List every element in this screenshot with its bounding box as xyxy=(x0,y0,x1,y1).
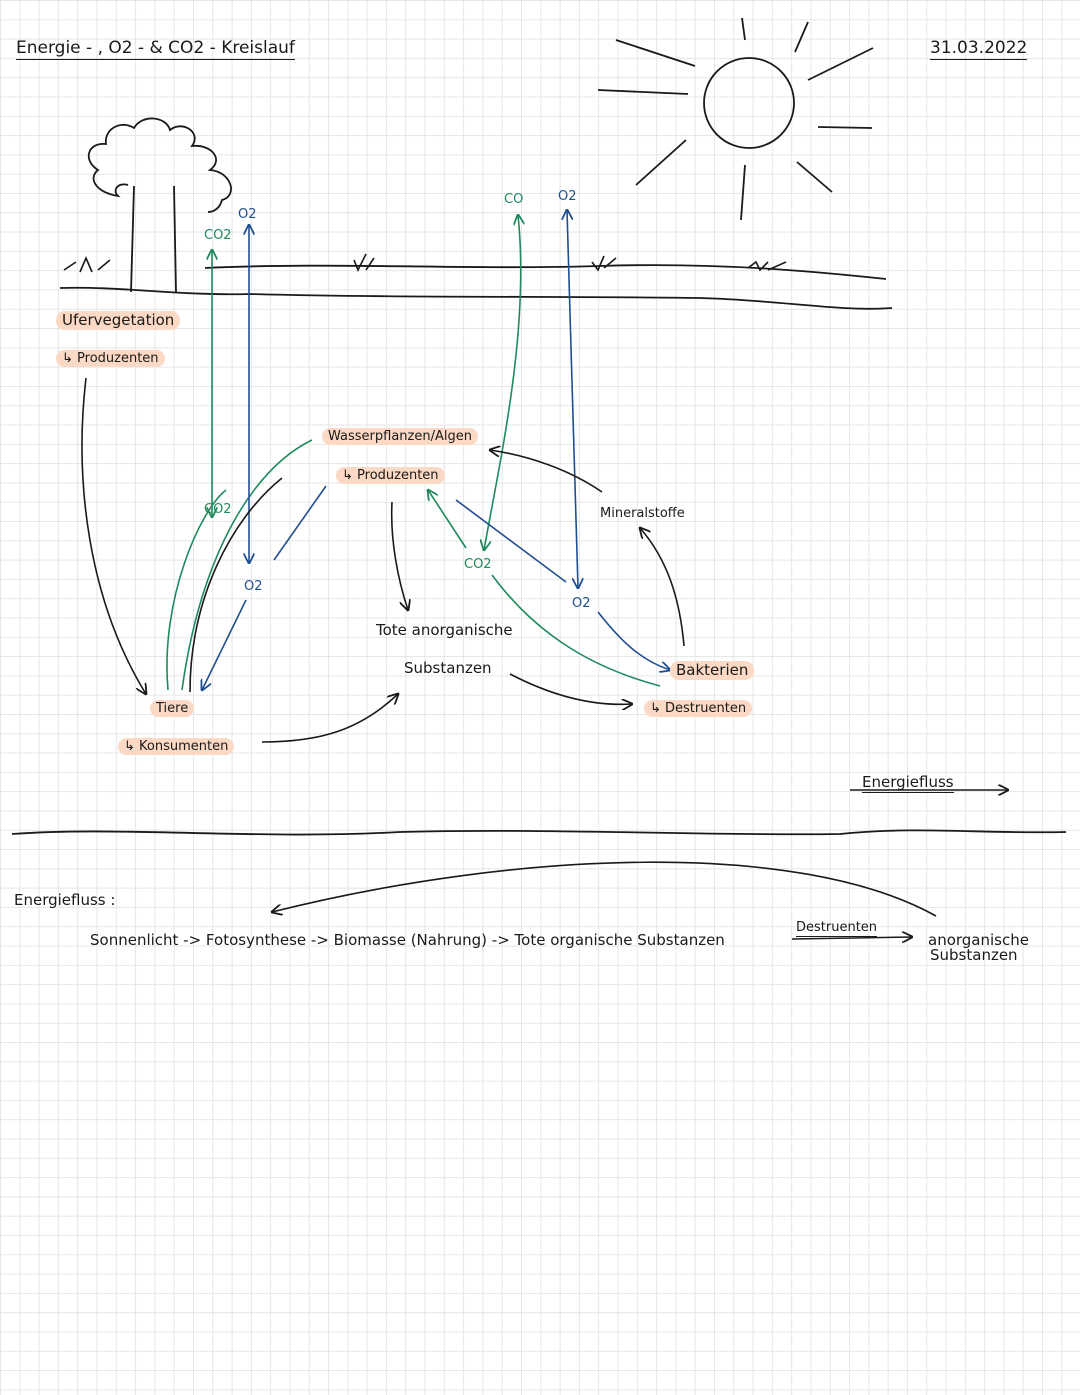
label-tote-line2: Substanzen xyxy=(404,659,492,677)
label-co-top: CO xyxy=(504,192,524,207)
label-bakterien: Bakterien xyxy=(670,661,755,680)
flow-chain: Sonnenlicht -> Fotosynthese -> Biomasse … xyxy=(90,931,725,949)
co2-arrows xyxy=(166,215,661,691)
tree-icon xyxy=(87,117,232,293)
label-tote-line1: Tote anorganische xyxy=(376,621,513,639)
energy-arrows xyxy=(81,377,1008,939)
flow-end-line2: Substanzen xyxy=(930,946,1018,964)
label-ufervegetation: Ufervegetation xyxy=(56,311,181,330)
label-o2-tree: O2 xyxy=(238,207,257,222)
grass-icons xyxy=(63,253,787,273)
label-wasserpflanzen: Wasserpflanzen/Algen xyxy=(322,428,478,445)
label-mineralstoffe: Mineralstoffe xyxy=(600,506,685,521)
label-co2-left: CO2 xyxy=(204,502,232,517)
label-o2-mid: O2 xyxy=(572,596,591,611)
label-co2-tree: CO2 xyxy=(204,228,232,243)
page-title: Energie - , O2 - & CO2 - Kreislauf xyxy=(16,38,295,60)
page-date: 31.03.2022 xyxy=(930,38,1028,60)
label-o2-top: O2 xyxy=(558,189,577,204)
sun-icon xyxy=(597,17,874,221)
label-energiefluss-legend: Energiefluss xyxy=(862,773,954,793)
o2-arrows xyxy=(202,210,670,690)
label-co2-mid: CO2 xyxy=(464,557,492,572)
flow-destruenten: Destruenten xyxy=(796,920,878,937)
flow-heading: Energiefluss : xyxy=(14,891,116,909)
shore-lines xyxy=(11,264,1067,836)
label-destruenten: ↳ Destruenten xyxy=(644,700,753,717)
label-konsumenten: ↳ Konsumenten xyxy=(118,738,235,755)
label-wasser-produzenten: ↳ Produzenten xyxy=(336,467,445,484)
flow-end-line1: anorganische xyxy=(928,931,1029,949)
label-o2-left: O2 xyxy=(244,579,263,594)
label-tiere: Tiere xyxy=(150,700,195,717)
label-ufer-produzenten: ↳ Produzenten xyxy=(56,350,165,367)
